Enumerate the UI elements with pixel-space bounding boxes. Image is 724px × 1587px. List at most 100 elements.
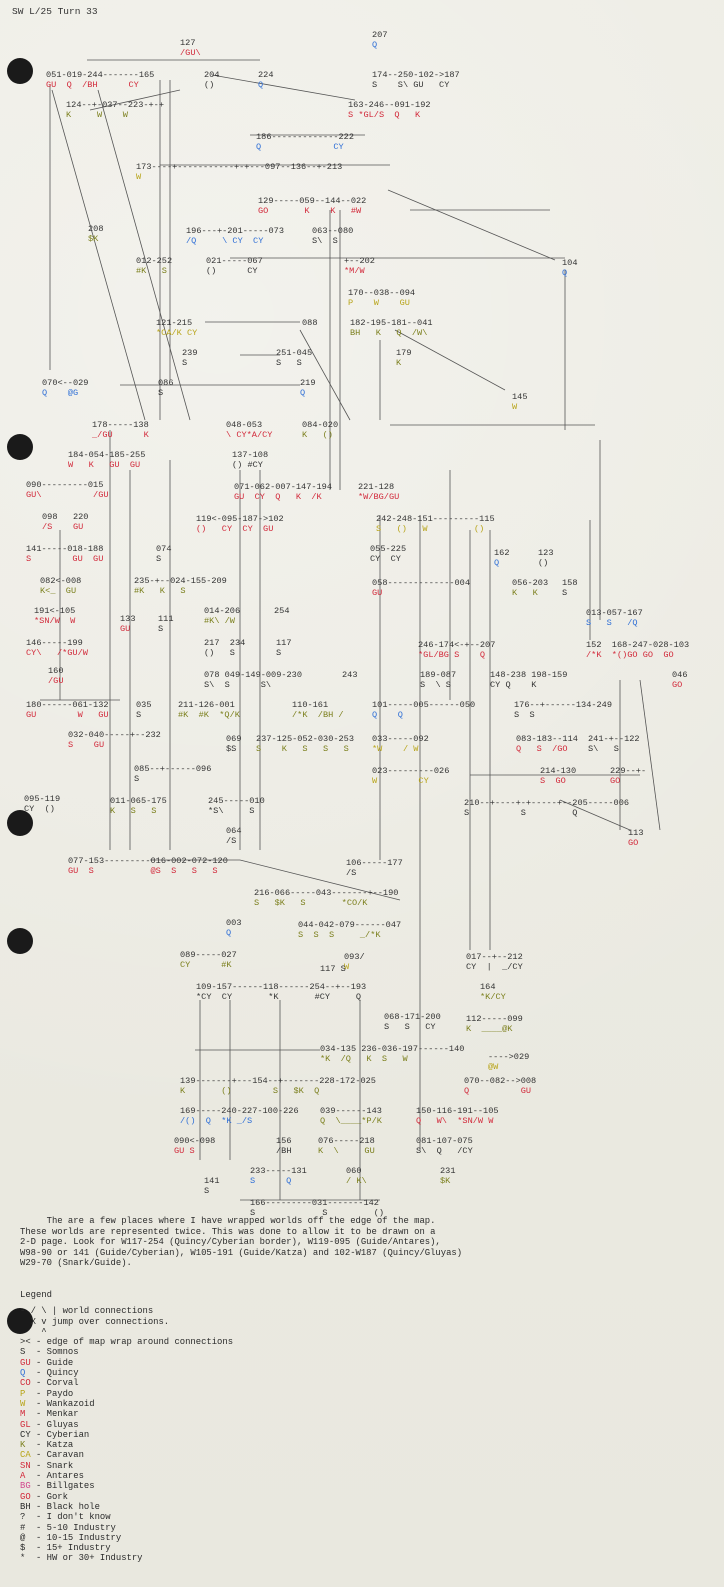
world-node: ---->029@W xyxy=(488,1052,530,1072)
world-node: 012-252#K S xyxy=(136,256,173,276)
binder-hole-4 xyxy=(7,928,33,954)
world-node: 034-135 236-036-197------140*K /Q K S W xyxy=(320,1044,465,1064)
legend-item: # - 5-10 Industry xyxy=(20,1522,116,1533)
legend-item: - / \ | world connections xyxy=(20,1306,154,1317)
world-node: 064/S xyxy=(226,826,242,846)
world-node: 119<-095-187->102() CY CY GU xyxy=(196,514,284,534)
world-node: 110-161/*K /BH / xyxy=(292,700,344,720)
world-node: 191<-105*SN/W W xyxy=(34,606,76,626)
world-node: 069$S xyxy=(226,734,242,754)
world-node: 204() xyxy=(204,70,220,90)
world-node: 173----+-----------+-+---097--136--+-213… xyxy=(136,162,343,182)
world-node: 021-----067() CY xyxy=(206,256,263,276)
legend-item: BH - Black hole xyxy=(20,1501,100,1512)
connection-lines xyxy=(40,59,661,1201)
legend-item: W - Wankazoid xyxy=(20,1398,95,1409)
legend-item: GU - Guide xyxy=(20,1357,74,1368)
world-node: 156/BH xyxy=(276,1136,292,1156)
legend-item: CA - Caravan xyxy=(20,1450,84,1461)
legend-item: P - Paydo xyxy=(20,1388,74,1399)
world-node: 196---+-201-----073/Q \ CY CY xyxy=(186,226,284,246)
world-node: 235-+--024-155-209#K K S xyxy=(134,576,227,596)
world-node: 208$K xyxy=(88,224,104,244)
world-node: 160/GU xyxy=(48,666,64,686)
binder-hole-1 xyxy=(7,58,33,84)
world-node: 211-126-001#K #K *Q/K xyxy=(178,700,240,720)
world-node: 152 168-247-028-103/*K *()GO GO GO xyxy=(586,640,690,660)
page-title: SW L/25 Turn 33 xyxy=(12,6,98,17)
world-node: 231$K xyxy=(440,1166,456,1186)
legend-item: X v jump over connections. xyxy=(20,1316,170,1327)
world-node: 117 S xyxy=(320,964,346,974)
world-node: 127/GU\ xyxy=(180,38,201,58)
legend-item: SN - Snark xyxy=(20,1460,74,1471)
binder-hole-3 xyxy=(7,810,33,836)
world-node: 217 234() S xyxy=(204,638,246,658)
legend-item: ? - I don't know xyxy=(20,1512,111,1523)
legend-item: Q - Quincy xyxy=(20,1368,79,1379)
world-node: 088 xyxy=(302,318,318,328)
legend-item: GL - Gluyas xyxy=(20,1419,79,1430)
world-node: 164*K/CY xyxy=(480,982,506,1002)
legend: Legend - / \ | world connections X v jum… xyxy=(20,1290,620,1564)
world-node: 106-----177/S xyxy=(346,858,403,878)
binder-hole-2 xyxy=(7,434,33,460)
world-node: 093/W xyxy=(344,952,365,972)
world-node: 121-215*CA/K CY xyxy=(156,318,198,338)
legend-heading: Legend xyxy=(20,1290,52,1300)
world-node: 033-----092*W / W xyxy=(372,734,429,754)
world-node: 221-128*W/BG/GU xyxy=(358,482,400,502)
legend-item: K - Katza xyxy=(20,1440,74,1451)
world-node: 048-053\ CY*A/CY xyxy=(226,420,273,440)
legend-item: ^ xyxy=(20,1326,47,1337)
